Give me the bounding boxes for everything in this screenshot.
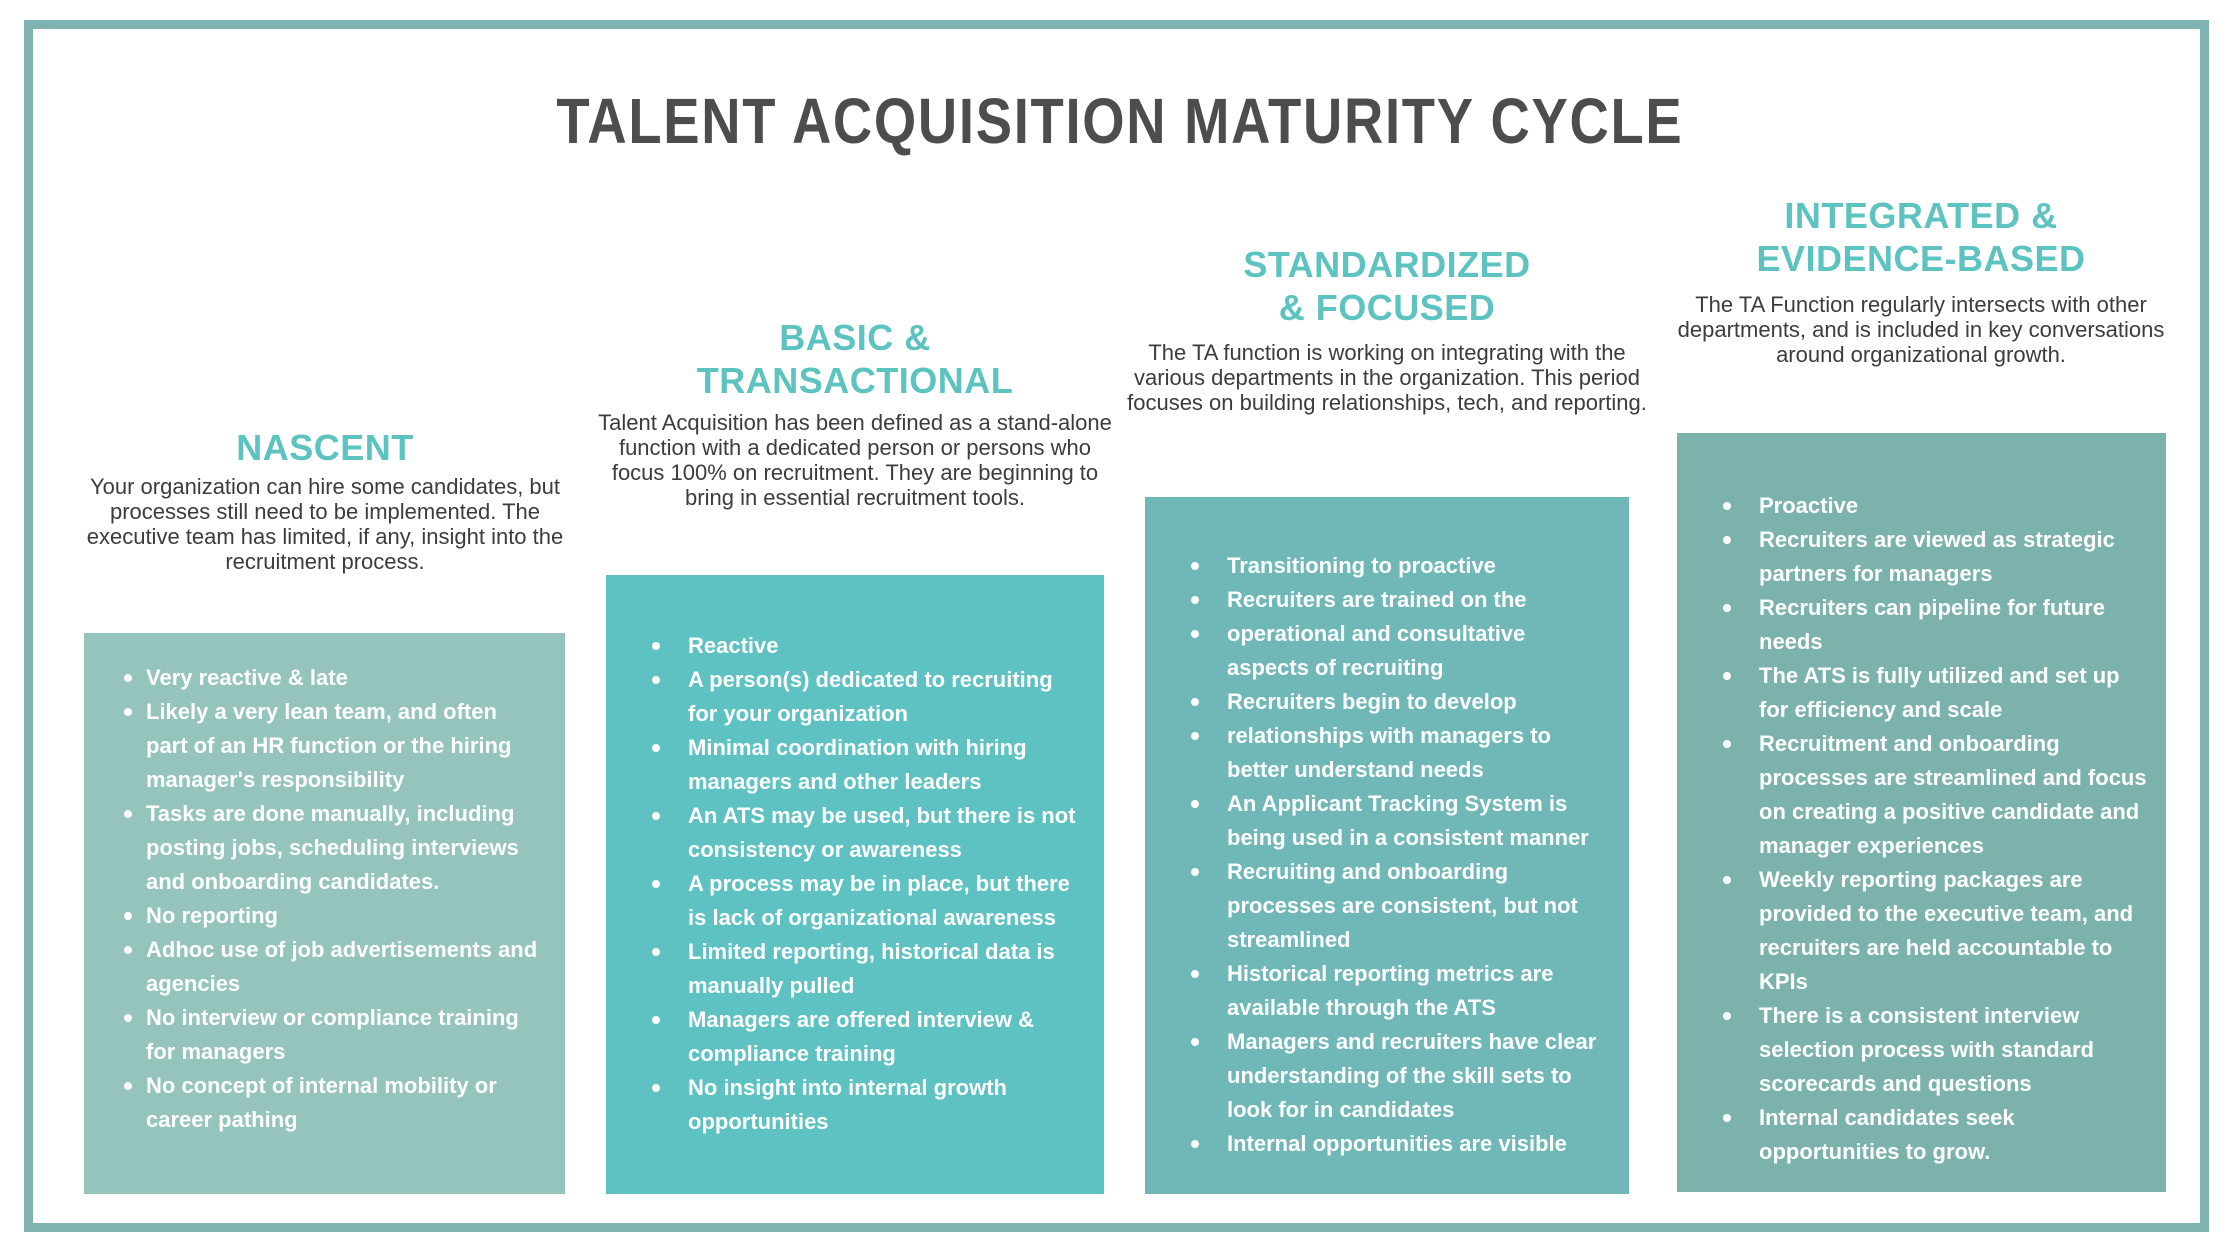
bullet-item: An ATS may be used, but there is not con… — [606, 799, 1084, 867]
stage-bullet-box-standardized-focused: Transitioning to proactive Recruiters ar… — [1145, 497, 1629, 1194]
bullet-item: No reporting — [84, 899, 543, 933]
stage-heading-standardized-focused: STANDARDIZED & FOCUSED — [1243, 244, 1531, 329]
bullet-item: Managers are offered interview & complia… — [606, 1003, 1084, 1071]
bullet-list-basic-transactional: Reactive A person(s) dedicated to recrui… — [606, 629, 1084, 1139]
stage-description-nascent: Your organization can hire some candidat… — [86, 474, 564, 575]
page-title: TALENT ACQUISITION MATURITY CYCLE — [0, 84, 2240, 158]
stage-bullet-box-basic-transactional: Reactive A person(s) dedicated to recrui… — [606, 575, 1104, 1194]
stage-description-basic-transactional: Talent Acquisition has been defined as a… — [598, 410, 1112, 511]
bullet-item: Reactive — [606, 629, 1084, 663]
stage-description-standardized-focused: The TA function is working on integratin… — [1127, 340, 1647, 416]
bullet-item: No interview or compliance training for … — [84, 1001, 543, 1069]
bullet-item: operational and consultative aspects of … — [1145, 617, 1611, 685]
bullet-item: Recruitment and onboarding processes are… — [1677, 727, 2148, 863]
bullet-item: Recruiters are trained on the — [1145, 583, 1611, 617]
stage-bullet-box-nascent: Very reactive & late Likely a very lean … — [84, 633, 565, 1194]
bullet-item: An Applicant Tracking System is being us… — [1145, 787, 1611, 855]
bullet-item: Tasks are done manually, including posti… — [84, 797, 543, 899]
bullet-item: There is a consistent interview selectio… — [1677, 999, 2148, 1101]
bullet-item: Recruiting and onboarding processes are … — [1145, 855, 1611, 957]
bullet-list-integrated-evidence-based: Proactive Recruiters are viewed as strat… — [1677, 489, 2148, 1169]
bullet-item: A process may be in place, but there is … — [606, 867, 1084, 935]
bullet-item: Recruiters can pipeline for future needs — [1677, 591, 2148, 659]
stage-heading-integrated-evidence-based: INTEGRATED & EVIDENCE-BASED — [1756, 195, 2086, 280]
bullet-item: Proactive — [1677, 489, 2148, 523]
bullet-item: Internal candidates seek opportunities t… — [1677, 1101, 2148, 1169]
bullet-item: relationships with managers to better un… — [1145, 719, 1611, 787]
bullet-item: Transitioning to proactive — [1145, 549, 1611, 583]
bullet-item: Recruiters are viewed as strategic partn… — [1677, 523, 2148, 591]
bullet-item: Likely a very lean team, and often part … — [84, 695, 543, 797]
stage-heading-basic-transactional: BASIC & TRANSACTIONAL — [696, 317, 1014, 402]
bullet-item: No concept of internal mobility or caree… — [84, 1069, 543, 1137]
bullet-item: Adhoc use of job advertisements and agen… — [84, 933, 543, 1001]
bullet-item: The ATS is fully utilized and set up for… — [1677, 659, 2148, 727]
bullet-item: Historical reporting metrics are availab… — [1145, 957, 1611, 1025]
bullet-item: Very reactive & late — [84, 661, 543, 695]
bullet-item: Managers and recruiters have clear under… — [1145, 1025, 1611, 1127]
bullet-item: Internal opportunities are visible — [1145, 1127, 1611, 1161]
page-title-text: TALENT ACQUISITION MATURITY CYCLE — [556, 85, 1684, 157]
stage-bullet-box-integrated-evidence-based: Proactive Recruiters are viewed as strat… — [1677, 433, 2166, 1192]
bullet-list-nascent: Very reactive & late Likely a very lean … — [84, 661, 543, 1137]
page-border-frame — [24, 20, 2209, 1232]
bullet-item: No insight into internal growth opportun… — [606, 1071, 1084, 1139]
bullet-item: Minimal coordination with hiring manager… — [606, 731, 1084, 799]
bullet-item: Limited reporting, historical data is ma… — [606, 935, 1084, 1003]
bullet-item: Weekly reporting packages are provided t… — [1677, 863, 2148, 999]
bullet-item: A person(s) dedicated to recruiting for … — [606, 663, 1084, 731]
bullet-item: Recruiters begin to develop — [1145, 685, 1611, 719]
stage-description-integrated-evidence-based: The TA Function regularly intersects wit… — [1677, 292, 2165, 368]
bullet-list-standardized-focused: Transitioning to proactive Recruiters ar… — [1145, 549, 1611, 1161]
stage-heading-nascent: NASCENT — [236, 427, 414, 468]
